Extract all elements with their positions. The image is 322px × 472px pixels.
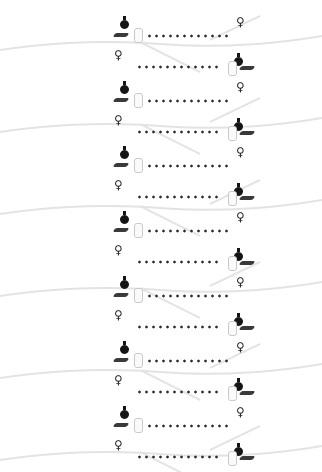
window-dots [136, 194, 220, 200]
window-dots [146, 293, 230, 299]
wing-stub-icon [239, 261, 256, 265]
window-dots [136, 454, 220, 460]
door-outline [228, 126, 237, 141]
figure-icon: ♀ [114, 114, 123, 126]
wing-stub-icon [113, 33, 130, 37]
door-outline [228, 451, 237, 466]
figure-icon: ♀ [236, 406, 245, 418]
window-dots [146, 228, 230, 234]
figure-icon: ♀ [236, 211, 245, 223]
door-outline [134, 288, 143, 303]
figure-icon: ♀ [114, 309, 123, 321]
window-dots [146, 423, 230, 429]
door-outline [134, 28, 143, 43]
window-dots [136, 64, 220, 70]
wing-stub-icon [239, 326, 256, 330]
window-row: ♀ [0, 339, 322, 373]
door-outline [134, 223, 143, 238]
wing-stub-icon [113, 163, 130, 167]
window-row: ♀ [0, 437, 322, 471]
figure-icon: ♀ [236, 16, 245, 28]
round-marker-icon [120, 215, 129, 224]
window-dots [146, 98, 230, 104]
door-outline [228, 321, 237, 336]
round-marker-icon [120, 410, 129, 419]
window-dots [146, 163, 230, 169]
window-row: ♀ [0, 274, 322, 308]
wing-stub-icon [113, 293, 130, 297]
window-dots [136, 389, 220, 395]
door-outline [134, 93, 143, 108]
window-row: ♀ [0, 307, 322, 341]
window-row: ♀ [0, 209, 322, 243]
window-row: ♀ [0, 47, 322, 81]
window-row: ♀ [0, 372, 322, 406]
window-row: ♀ [0, 144, 322, 178]
round-marker-icon [120, 345, 129, 354]
wing-stub-icon [239, 66, 256, 70]
wing-stub-icon [239, 391, 256, 395]
window-dots [146, 358, 230, 364]
figure-icon: ♀ [114, 179, 123, 191]
round-marker-icon [120, 150, 129, 159]
window-row: ♀ [0, 14, 322, 48]
figure-icon: ♀ [114, 49, 123, 61]
round-marker-icon [120, 20, 129, 29]
round-marker-icon [120, 280, 129, 289]
door-outline [228, 61, 237, 76]
window-dots [136, 324, 220, 330]
round-marker-icon [120, 85, 129, 94]
wing-stub-icon [239, 196, 256, 200]
figure-icon: ♀ [236, 146, 245, 158]
window-dots [136, 259, 220, 265]
figure-icon: ♀ [236, 341, 245, 353]
wing-stub-icon [239, 131, 256, 135]
window-row: ♀ [0, 404, 322, 438]
door-outline [228, 386, 237, 401]
wing-stub-icon [113, 98, 130, 102]
wing-stub-icon [113, 423, 130, 427]
door-outline [134, 418, 143, 433]
wing-stub-icon [113, 358, 130, 362]
figure-icon: ♀ [236, 81, 245, 93]
window-dots [146, 33, 230, 39]
figure-icon: ♀ [114, 439, 123, 451]
window-row: ♀ [0, 79, 322, 113]
figure-icon: ♀ [236, 276, 245, 288]
figure-icon: ♀ [114, 374, 123, 386]
window-dots [136, 129, 220, 135]
wing-stub-icon [113, 228, 130, 232]
door-outline [134, 158, 143, 173]
window-row: ♀ [0, 112, 322, 146]
door-outline [134, 353, 143, 368]
figure-icon: ♀ [114, 244, 123, 256]
door-outline [228, 256, 237, 271]
door-outline [228, 191, 237, 206]
window-row: ♀ [0, 242, 322, 276]
window-row: ♀ [0, 177, 322, 211]
wing-stub-icon [239, 456, 256, 460]
